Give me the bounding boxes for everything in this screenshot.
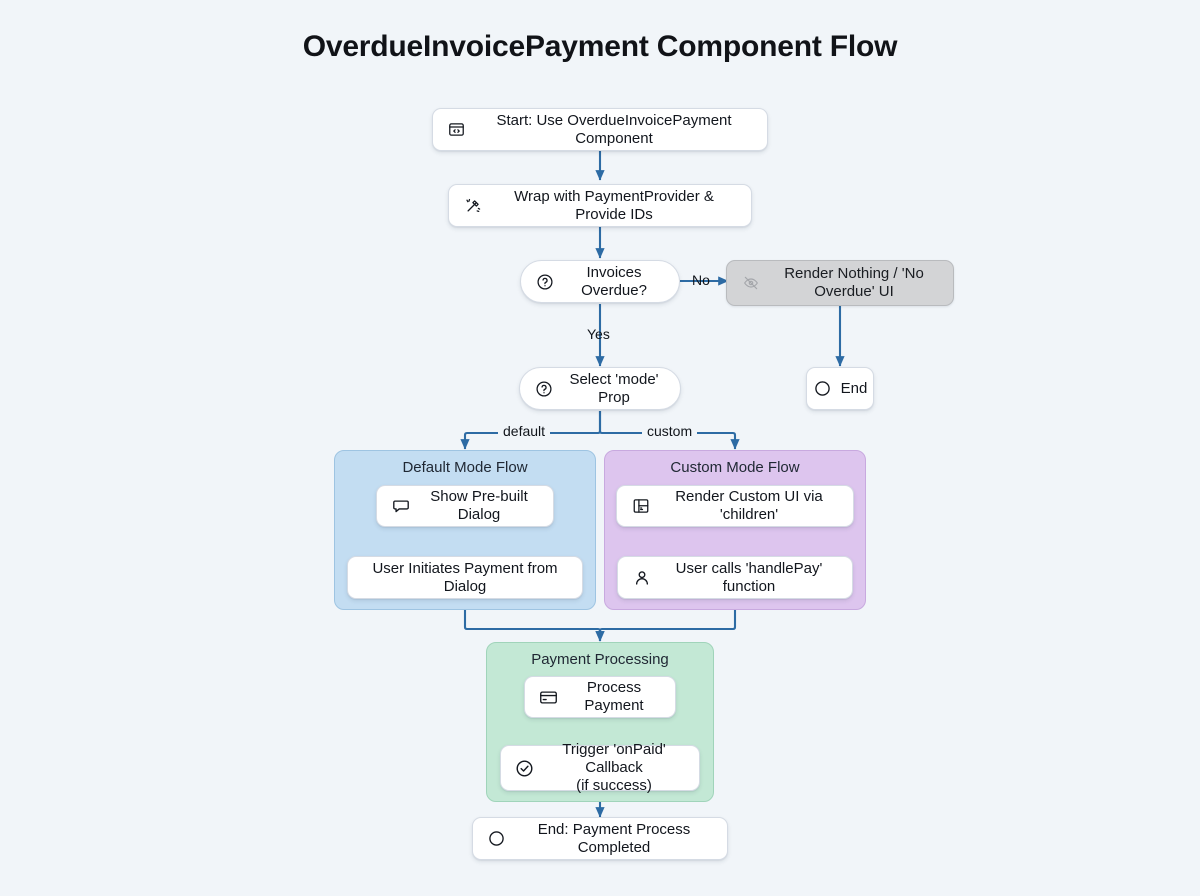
node-start-label: Start: Use OverdueInvoicePayment Compone…	[496, 111, 732, 147]
cluster-title-custom-mode: Custom Mode Flow	[670, 459, 800, 476]
node-end-no-overdue[interactable]: End	[806, 367, 874, 410]
node-invoices-overdue-label: Invoices Overdue?	[581, 263, 647, 299]
node-user-initiates-payment[interactable]: User Initiates Payment from Dialog	[347, 556, 583, 599]
edge-label-no: No	[692, 272, 710, 288]
node-user-calls-handlepay[interactable]: User calls 'handlePay' function	[617, 556, 853, 599]
check-circle-icon	[515, 759, 534, 778]
layout-panel-icon	[631, 497, 650, 516]
node-render-nothing-label: Render Nothing / 'No Overdue' UI	[784, 265, 924, 300]
edge-label-yes: Yes	[587, 326, 610, 342]
person-icon	[632, 568, 651, 587]
node-end-no-overdue-label: End	[840, 379, 868, 397]
node-end-final-label: End: Payment Process Completed	[537, 820, 691, 856]
cluster-title-default-mode: Default Mode Flow	[402, 459, 528, 476]
node-trigger-onpaid[interactable]: Trigger 'onPaid' Callback (if success)	[500, 741, 700, 794]
node-start[interactable]: Start: Use OverdueInvoicePayment Compone…	[432, 108, 768, 151]
credit-card-icon	[539, 688, 558, 707]
node-select-mode-label: Select 'mode' Prop	[569, 370, 659, 406]
wand-icon	[463, 196, 482, 215]
node-show-prebuilt-dialog[interactable]: Show Pre-built Dialog	[376, 485, 554, 527]
eye-off-icon	[741, 274, 760, 293]
code-window-icon	[447, 120, 466, 139]
node-wrap-label: Wrap with PaymentProvider & Provide IDs	[514, 187, 714, 223]
node-end-payment-completed[interactable]: End: Payment Process Completed	[472, 817, 728, 860]
node-process-payment[interactable]: Process Payment	[524, 676, 676, 718]
question-circle-icon	[534, 379, 553, 398]
circle-icon	[487, 829, 506, 848]
node-invoices-overdue-decision[interactable]: Invoices Overdue?	[520, 260, 680, 303]
node-process-payment-label: Process Payment	[584, 679, 644, 714]
node-user-calls-label: User calls 'handlePay' function	[675, 559, 823, 595]
chat-bubble-icon	[391, 497, 410, 516]
circle-icon	[813, 379, 832, 398]
cluster-title-payment-processing: Payment Processing	[531, 651, 669, 668]
node-render-custom-ui[interactable]: Render Custom UI via 'children'	[616, 485, 854, 527]
node-wrap-payment-provider[interactable]: Wrap with PaymentProvider & Provide IDs	[448, 184, 752, 227]
node-render-custom-label: Render Custom UI via 'children'	[675, 488, 823, 523]
edge-label-default: default	[498, 423, 551, 439]
node-show-dialog-label: Show Pre-built Dialog	[430, 488, 528, 523]
page-title: OverdueInvoicePayment Component Flow	[302, 30, 898, 63]
node-render-nothing[interactable]: Render Nothing / 'No Overdue' UI	[726, 260, 954, 306]
node-trigger-onpaid-label: Trigger 'onPaid' Callback (if success)	[562, 741, 666, 794]
node-select-mode-decision[interactable]: Select 'mode' Prop	[519, 367, 681, 410]
edge-label-custom: custom	[642, 423, 698, 439]
question-circle-icon	[535, 272, 554, 291]
node-user-initiates-label: User Initiates Payment from Dialog	[372, 559, 558, 595]
